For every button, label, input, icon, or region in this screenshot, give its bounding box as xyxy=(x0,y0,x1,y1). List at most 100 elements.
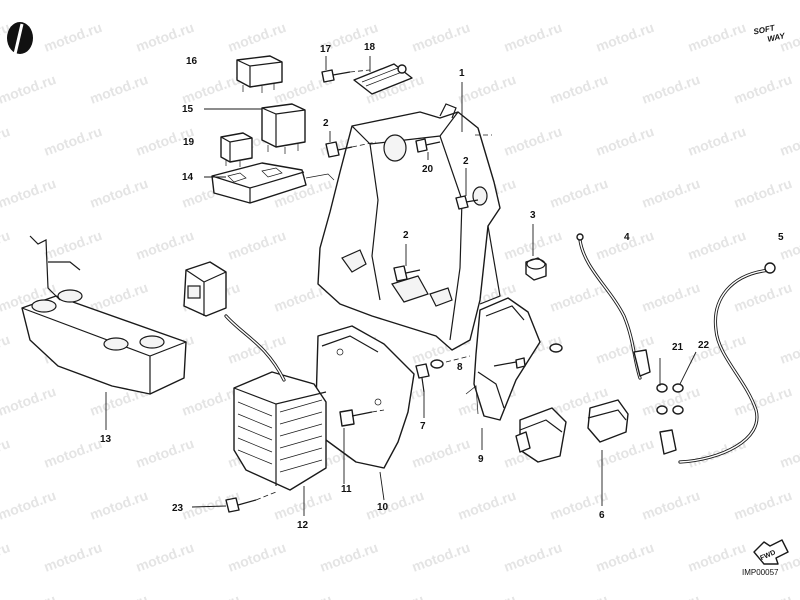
callout-15: 15 xyxy=(182,104,194,115)
watermark-text: motod.ru xyxy=(134,435,196,471)
battery-box-13 xyxy=(21,235,187,395)
manufacturer-logo xyxy=(7,22,33,55)
callout-7: 7 xyxy=(420,421,426,432)
watermark-text: motod.ru xyxy=(640,175,702,211)
watermark-text: motod.ru xyxy=(410,539,472,575)
watermark-text: motod.ru xyxy=(548,175,610,211)
watermark-text: motod.ru xyxy=(594,19,656,55)
watermark-text: motod.ru xyxy=(364,0,426,3)
callout-17: 17 xyxy=(320,44,332,55)
screw-23 xyxy=(225,491,277,513)
watermark-text: motod.ru xyxy=(42,19,104,55)
watermark-text: motod.ru xyxy=(318,539,380,575)
watermark-text: motod.ru xyxy=(364,591,426,600)
watermark-text: motod.ru xyxy=(548,591,610,600)
screw-2-top xyxy=(325,141,377,158)
watermark-text: motod.ru xyxy=(0,383,58,419)
watermark-text: motod.ru xyxy=(686,539,748,575)
screw-2-right xyxy=(455,195,479,210)
watermark-text: motod.ru xyxy=(732,591,794,600)
watermark-text: motod.ru xyxy=(0,227,12,263)
grommet-3 xyxy=(525,257,547,281)
watermark-text: motod.ru xyxy=(0,123,12,159)
watermark-text: motod.ru xyxy=(502,19,564,55)
screw-20 xyxy=(415,138,441,153)
watermark-text: motod.ru xyxy=(778,435,800,471)
watermark-text: motod.ru xyxy=(0,539,12,575)
callout-12: 12 xyxy=(297,520,309,531)
watermark-text: motod.ru xyxy=(732,383,794,419)
watermark-text: motod.ru xyxy=(42,227,104,263)
watermark-text: motod.ru xyxy=(226,331,288,367)
watermark-text: motod.ru xyxy=(502,539,564,575)
watermark-text: motod.ru xyxy=(88,71,150,107)
watermark-text: motod.ru xyxy=(42,123,104,159)
callout-18: 18 xyxy=(364,42,376,53)
watermark-text: motod.ru xyxy=(180,71,242,107)
watermark-text: motod.ru xyxy=(410,435,472,471)
callout-2-middle: 2 xyxy=(403,230,409,241)
watermark-text: motod.ru xyxy=(42,539,104,575)
watermark-text: motod.ru xyxy=(686,435,748,471)
callout-4: 4 xyxy=(624,232,630,243)
mounting-plate-10 xyxy=(315,325,415,469)
watermark-text: motod.ru xyxy=(364,487,426,523)
forward-arrow: FWD xyxy=(753,539,789,565)
watermark-text: motod.ru xyxy=(686,19,748,55)
washers-22 xyxy=(672,383,684,415)
watermark-text: motod.ru xyxy=(88,279,150,315)
watermark-text: motod.ru xyxy=(88,0,150,3)
callout-23: 23 xyxy=(172,503,184,514)
callout-8: 8 xyxy=(457,362,463,373)
watermark-text: motod.ru xyxy=(42,435,104,471)
watermark-text: motod.ru xyxy=(180,383,242,419)
callout-3: 3 xyxy=(530,210,536,221)
watermark-text: motod.ru xyxy=(0,591,58,600)
leader-lines xyxy=(105,56,697,516)
watermark-text: motod.ru xyxy=(88,175,150,211)
starter-solenoid-6 xyxy=(515,399,629,463)
watermark-text: motod.ru xyxy=(686,123,748,159)
watermark-text: motod.ru xyxy=(272,591,334,600)
watermark-text: motod.ru xyxy=(778,331,800,367)
callout-19: 19 xyxy=(183,137,195,148)
watermark-text: motod.ru xyxy=(0,175,58,211)
watermark-text: motod.ru xyxy=(88,487,150,523)
callout-9: 9 xyxy=(478,454,484,465)
watermark-text: motod.ru xyxy=(732,71,794,107)
watermark-text: motod.ru xyxy=(0,0,58,3)
watermark-text: motod.ru xyxy=(640,0,702,3)
nuts-21 xyxy=(656,383,668,415)
watermark-text: motod.ru xyxy=(732,175,794,211)
watermark-text: motod.ru xyxy=(226,539,288,575)
watermark-text: motod.ru xyxy=(0,331,12,367)
watermark-text: motod.ru xyxy=(226,19,288,55)
watermark-text: motod.ru xyxy=(502,123,564,159)
watermark-text: motod.ru xyxy=(272,487,334,523)
watermark-text: motod.ru xyxy=(594,539,656,575)
watermark-text: motod.ru xyxy=(640,383,702,419)
callout-21: 21 xyxy=(672,342,684,353)
screw-7 xyxy=(415,363,430,393)
watermark-text: motod.ru xyxy=(686,227,748,263)
watermark-text: motod.ru xyxy=(548,0,610,3)
callout-1: 1 xyxy=(459,68,465,79)
watermark-text: motod.ru xyxy=(272,0,334,3)
clip-18 xyxy=(353,63,413,95)
watermark-text: motod.ru xyxy=(778,123,800,159)
relay-socket-14 xyxy=(211,162,335,204)
watermark-text: motod.ru xyxy=(180,0,242,3)
watermark-text: motod.ru xyxy=(180,591,242,600)
small-bracket-9 xyxy=(465,297,541,421)
brand-line-2: WAY xyxy=(767,31,787,44)
watermark-text: motod.ru xyxy=(456,71,518,107)
screw-2-middle xyxy=(393,265,421,282)
drawing-code: IMP00057 xyxy=(742,568,779,577)
watermark-text: motod.ru xyxy=(0,487,58,523)
callouts: 1 2 2 2 3 4 5 6 7 8 9 10 11 12 13 14 15 … xyxy=(100,42,784,531)
callout-5: 5 xyxy=(778,232,784,243)
starter-cable-5 xyxy=(659,262,776,464)
callout-11: 11 xyxy=(341,484,352,495)
